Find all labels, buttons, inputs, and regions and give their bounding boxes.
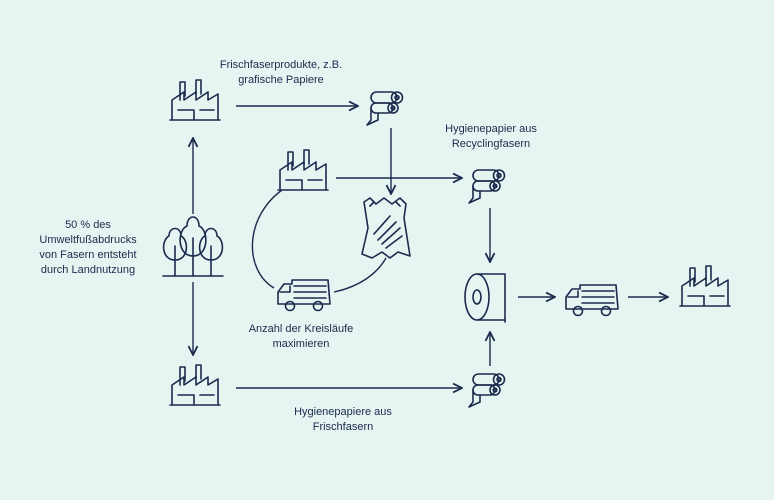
factory-icon xyxy=(169,364,221,406)
cycle-arc-left xyxy=(251,189,283,289)
hand-wiping-icon xyxy=(361,197,411,259)
factory-icon xyxy=(277,149,329,191)
label-land-use: 50 % des Umweltfußabdrucks von Fasern en… xyxy=(39,219,137,276)
toilet-paper-icon xyxy=(464,273,506,323)
factory-icon xyxy=(679,265,731,307)
garbage-truck-icon xyxy=(565,284,619,317)
label-hygiene-fresh: Hygienepapiere aus Frischfasern xyxy=(294,406,392,433)
paper-roll-icon xyxy=(468,169,506,204)
paper-roll-icon xyxy=(366,91,404,126)
label-maximize-cycles: Anzahl der Kreisläufe maximieren xyxy=(248,323,354,350)
cycle-arc-right xyxy=(333,257,387,293)
paper-roll-icon xyxy=(468,373,506,408)
label-hygiene-recycled: Hygienepapier aus Recyclingfasern xyxy=(445,123,537,150)
tree-icon xyxy=(162,216,224,277)
label-fresh-fiber-products: Frischfaserprodukte, z.B. grafische Papi… xyxy=(219,59,343,86)
garbage-truck-icon xyxy=(277,279,331,312)
